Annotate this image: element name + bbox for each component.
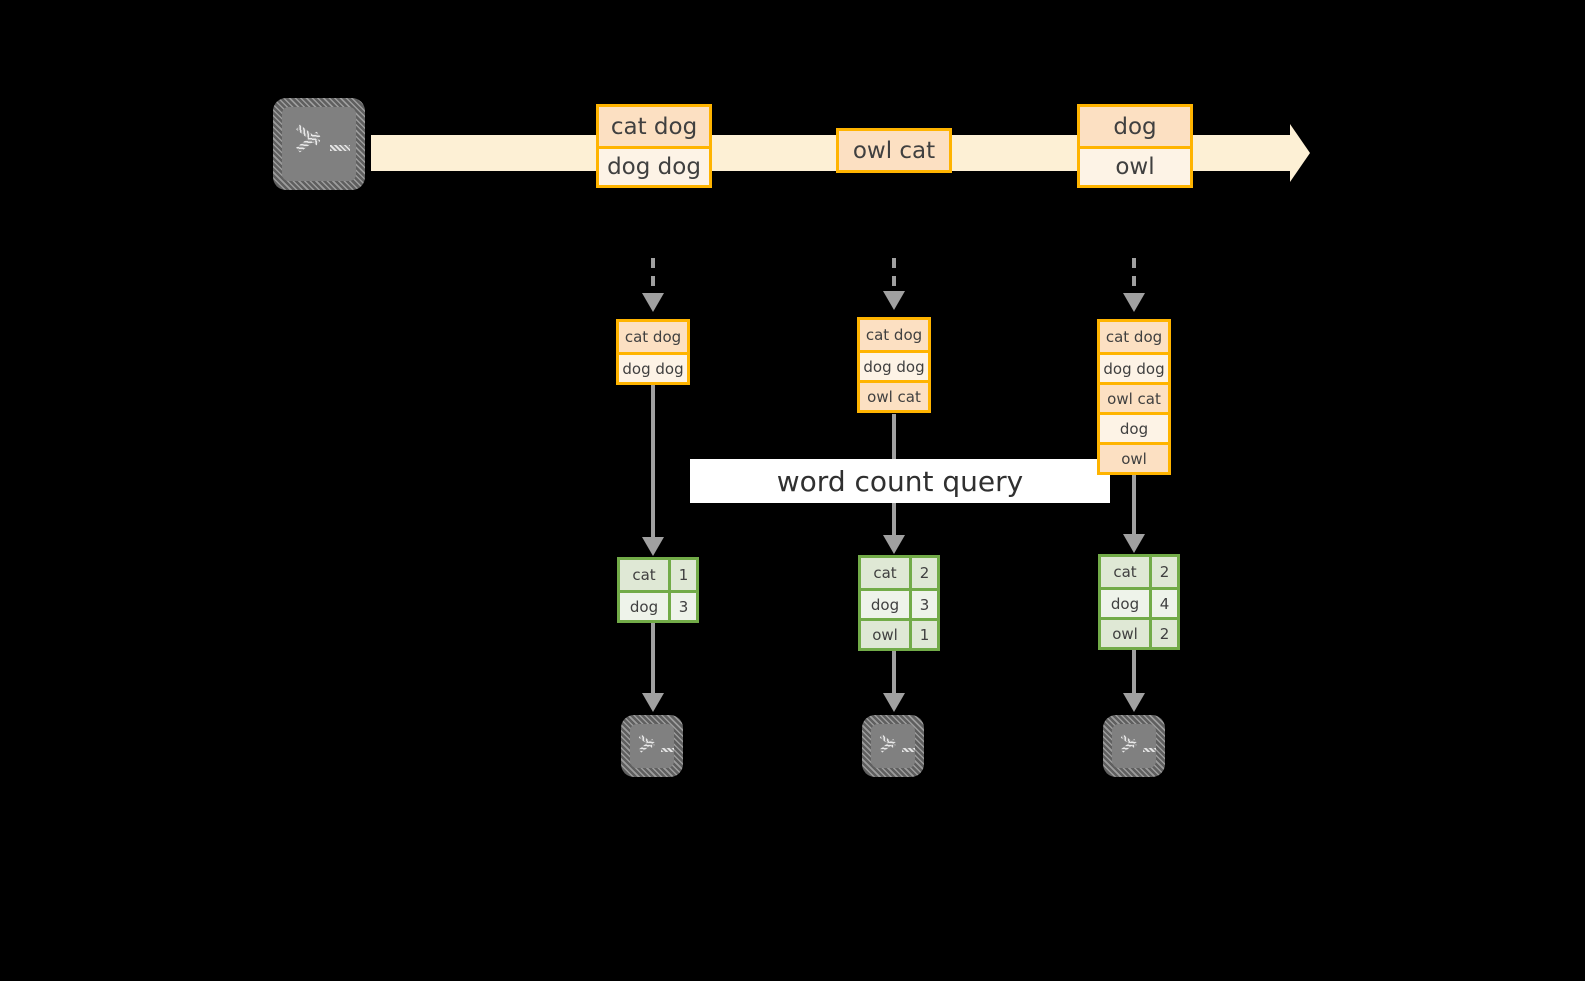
result-count: 2 [1149, 557, 1177, 587]
column-3-trigger-arrowhead [1123, 293, 1145, 312]
result-count: 3 [909, 591, 937, 618]
prompt-cursor-dash [902, 748, 915, 752]
accumulated-line: cat dog [619, 322, 687, 352]
table-row: dog 3 [620, 590, 696, 620]
table-row: cat 2 [861, 558, 937, 588]
table-row: owl 1 [861, 618, 937, 648]
column-3-query-line [1132, 475, 1136, 547]
result-count: 2 [1149, 620, 1177, 647]
column-1-accumulated-stack[interactable]: cat dog dog dog [616, 319, 690, 385]
stream-batch-3[interactable]: dog owl [1077, 104, 1193, 188]
column-2-result-table[interactable]: cat 2 dog 3 owl 1 [858, 555, 940, 651]
result-count: 2 [909, 558, 937, 588]
stream-batch-2[interactable]: owl cat [836, 128, 952, 173]
column-1-query-line [651, 385, 655, 550]
column-3-result-table[interactable]: cat 2 dog 4 owl 2 [1098, 554, 1180, 650]
column-2-sink-line [892, 651, 896, 699]
column-1-trigger-line [651, 258, 655, 296]
terminal-screen [871, 724, 915, 768]
stream-batch-2-line: owl cat [839, 131, 949, 170]
column-2-sink-arrowhead [883, 693, 905, 712]
column-3-sink-arrowhead [1123, 693, 1145, 712]
accumulated-line: dog dog [619, 352, 687, 382]
column-1-sink-arrowhead [642, 693, 664, 712]
result-count: 1 [668, 560, 696, 590]
table-row: dog 4 [1101, 587, 1177, 617]
accumulated-line: dog [1100, 412, 1168, 442]
column-1-sink-line [651, 623, 655, 699]
column-2-query-arrowhead [883, 535, 905, 554]
column-1-trigger-arrowhead [642, 293, 664, 312]
result-word: owl [1101, 620, 1149, 647]
terminal-screen [1112, 724, 1156, 768]
column-2-accumulated-stack[interactable]: cat dog dog dog owl cat [857, 317, 931, 413]
column-3-accumulated-stack[interactable]: cat dog dog dog owl cat dog owl [1097, 319, 1171, 475]
result-word: cat [1101, 557, 1149, 587]
prompt-cursor-dash [661, 748, 674, 752]
result-word: dog [861, 591, 909, 618]
stream-arrowhead [1290, 124, 1310, 182]
result-word: owl [861, 621, 909, 648]
column-2-trigger-arrowhead [883, 291, 905, 310]
result-count: 1 [909, 621, 937, 648]
terminal-screen [282, 107, 356, 181]
accumulated-line: owl cat [860, 380, 928, 410]
accumulated-line: dog dog [860, 350, 928, 380]
stream-batch-3-line: owl [1080, 146, 1190, 185]
source-terminal-icon[interactable] [273, 98, 365, 190]
result-word: dog [1101, 590, 1149, 617]
table-row: dog 3 [861, 588, 937, 618]
column-1-result-table[interactable]: cat 1 dog 3 [617, 557, 699, 623]
column-2-sink-terminal-icon[interactable] [862, 715, 924, 777]
column-3-query-arrowhead [1123, 534, 1145, 553]
column-3-sink-terminal-icon[interactable] [1103, 715, 1165, 777]
result-word: cat [861, 558, 909, 588]
table-row: cat 2 [1101, 557, 1177, 587]
column-2-trigger-line [892, 258, 896, 294]
column-1-sink-terminal-icon[interactable] [621, 715, 683, 777]
stream-batch-1-line: cat dog [599, 107, 709, 146]
query-banner: word count query [690, 459, 1110, 503]
accumulated-line: cat dog [1100, 322, 1168, 352]
column-1-query-arrowhead [642, 537, 664, 556]
result-count: 3 [668, 593, 696, 620]
accumulated-line: dog dog [1100, 352, 1168, 382]
table-row: owl 2 [1101, 617, 1177, 647]
result-word: cat [620, 560, 668, 590]
terminal-screen [630, 724, 674, 768]
column-3-trigger-line [1132, 258, 1136, 296]
prompt-cursor-dash [1143, 748, 1156, 752]
accumulated-line: owl [1100, 442, 1168, 472]
stream-batch-3-line: dog [1080, 107, 1190, 146]
result-word: dog [620, 593, 668, 620]
stream-batch-1[interactable]: cat dog dog dog [596, 104, 712, 188]
accumulated-line: cat dog [860, 320, 928, 350]
accumulated-line: owl cat [1100, 382, 1168, 412]
column-3-sink-line [1132, 650, 1136, 699]
query-banner-label: word count query [776, 464, 1024, 498]
prompt-cursor-dash [330, 145, 350, 151]
result-count: 4 [1149, 590, 1177, 617]
table-row: cat 1 [620, 560, 696, 590]
stream-batch-1-line: dog dog [599, 146, 709, 185]
